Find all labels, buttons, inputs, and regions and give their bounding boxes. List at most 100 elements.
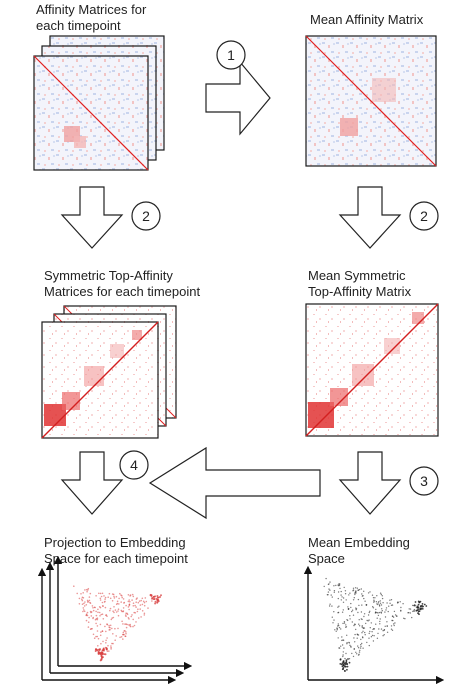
scatter-point: [391, 629, 394, 631]
scatter-point: [342, 654, 344, 656]
scatter-point: [109, 609, 111, 612]
scatter-point: [98, 592, 100, 595]
scatter-point: [339, 583, 341, 585]
scatter-point: [117, 608, 120, 610]
scatter-point: [371, 631, 373, 633]
scatter-point: [368, 632, 370, 635]
scatter-point: [367, 620, 369, 622]
scatter-point: [103, 601, 106, 603]
scatter-point: [341, 611, 344, 613]
scatter-point: [344, 665, 347, 668]
scatter-point: [132, 625, 134, 628]
scatter-point: [101, 605, 104, 607]
scatter-point: [117, 614, 120, 617]
step2-left-number: 2: [142, 208, 150, 224]
scatter-point: [372, 606, 374, 608]
scatter-point: [338, 647, 341, 649]
scatter-point: [345, 624, 347, 626]
scatter-point: [122, 633, 125, 636]
scatter-point: [128, 608, 130, 611]
scatter-point: [92, 607, 94, 609]
scatter-point: [368, 619, 370, 621]
scatter-point: [104, 625, 106, 628]
scatter-point: [132, 605, 135, 607]
scatter-point: [112, 633, 114, 635]
scatter-point: [349, 592, 351, 594]
scatter-point: [423, 603, 426, 606]
arrow-step3: [338, 451, 402, 515]
scatter-point: [356, 637, 358, 639]
scatter-point: [358, 625, 361, 627]
scatter-point: [328, 583, 330, 585]
scatter-point: [128, 624, 130, 626]
scatter-point: [122, 598, 125, 600]
scatter-point: [378, 601, 380, 603]
scatter-point: [380, 612, 383, 614]
scatter-point: [342, 601, 345, 603]
scatter-point: [137, 608, 139, 610]
scatter-point: [353, 624, 355, 627]
scatter-point: [110, 646, 112, 649]
scatter-point: [103, 595, 105, 597]
scatter-point: [413, 610, 416, 612]
scatter-point: [138, 600, 141, 602]
scatter-point: [86, 590, 88, 593]
scatter-point: [120, 601, 122, 603]
scatter-point: [78, 597, 81, 600]
scatter-point: [351, 610, 353, 613]
scatter-point: [341, 639, 343, 642]
scatter-point: [356, 634, 359, 636]
scatter-point: [353, 648, 355, 650]
scatter-point: [414, 601, 417, 603]
scatter-point: [335, 584, 337, 587]
scatter-point: [344, 590, 347, 592]
scatter-point: [419, 608, 421, 611]
scatter-point: [92, 616, 94, 619]
scatter-point: [373, 635, 375, 637]
scatter-point: [332, 622, 334, 624]
scatter-point: [129, 594, 132, 596]
sym-top-title-line2: Matrices for each timepoint: [44, 284, 201, 299]
scatter-point: [356, 653, 358, 655]
scatter-point: [353, 637, 355, 639]
scatter-point: [364, 634, 366, 636]
scatter-point: [381, 610, 383, 612]
scatter-point: [370, 636, 373, 638]
scatter-point: [358, 623, 360, 625]
mean-sym-top-title-line1: Mean Symmetric: [308, 268, 406, 283]
scatter-point: [355, 628, 357, 631]
scatter-point: [137, 601, 140, 604]
step3-badge: 3: [409, 466, 439, 496]
scatter-point: [347, 608, 350, 610]
scatter-point: [360, 645, 362, 648]
scatter-point: [357, 645, 359, 647]
scatter-point: [143, 601, 146, 604]
scatter-point: [124, 614, 127, 616]
scatter-point: [83, 609, 85, 611]
scatter-point: [352, 614, 355, 616]
scatter-point: [355, 609, 357, 611]
scatter-point: [127, 600, 130, 603]
scatter-point: [123, 601, 126, 604]
scatter-point: [99, 592, 102, 595]
scatter-point: [143, 604, 146, 607]
scatter-point: [353, 597, 355, 599]
scatter-point: [368, 644, 370, 647]
scatter-point: [368, 611, 370, 614]
scatter-point: [372, 597, 375, 599]
scatter-point: [352, 599, 355, 601]
scatter-point: [140, 599, 142, 602]
scatter-point: [125, 615, 127, 618]
scatter-point: [388, 605, 390, 607]
scatter-point: [82, 592, 84, 594]
scatter-point: [84, 601, 86, 603]
scatter-point: [380, 604, 383, 606]
scatter-point: [93, 606, 96, 609]
scatter-point: [367, 592, 370, 594]
scatter-point: [82, 610, 84, 613]
scatter-point: [352, 655, 355, 658]
scatter-point: [384, 625, 386, 627]
scatter-point: [101, 613, 104, 615]
scatter-point: [83, 605, 86, 607]
step1-badge: 1: [216, 40, 246, 70]
